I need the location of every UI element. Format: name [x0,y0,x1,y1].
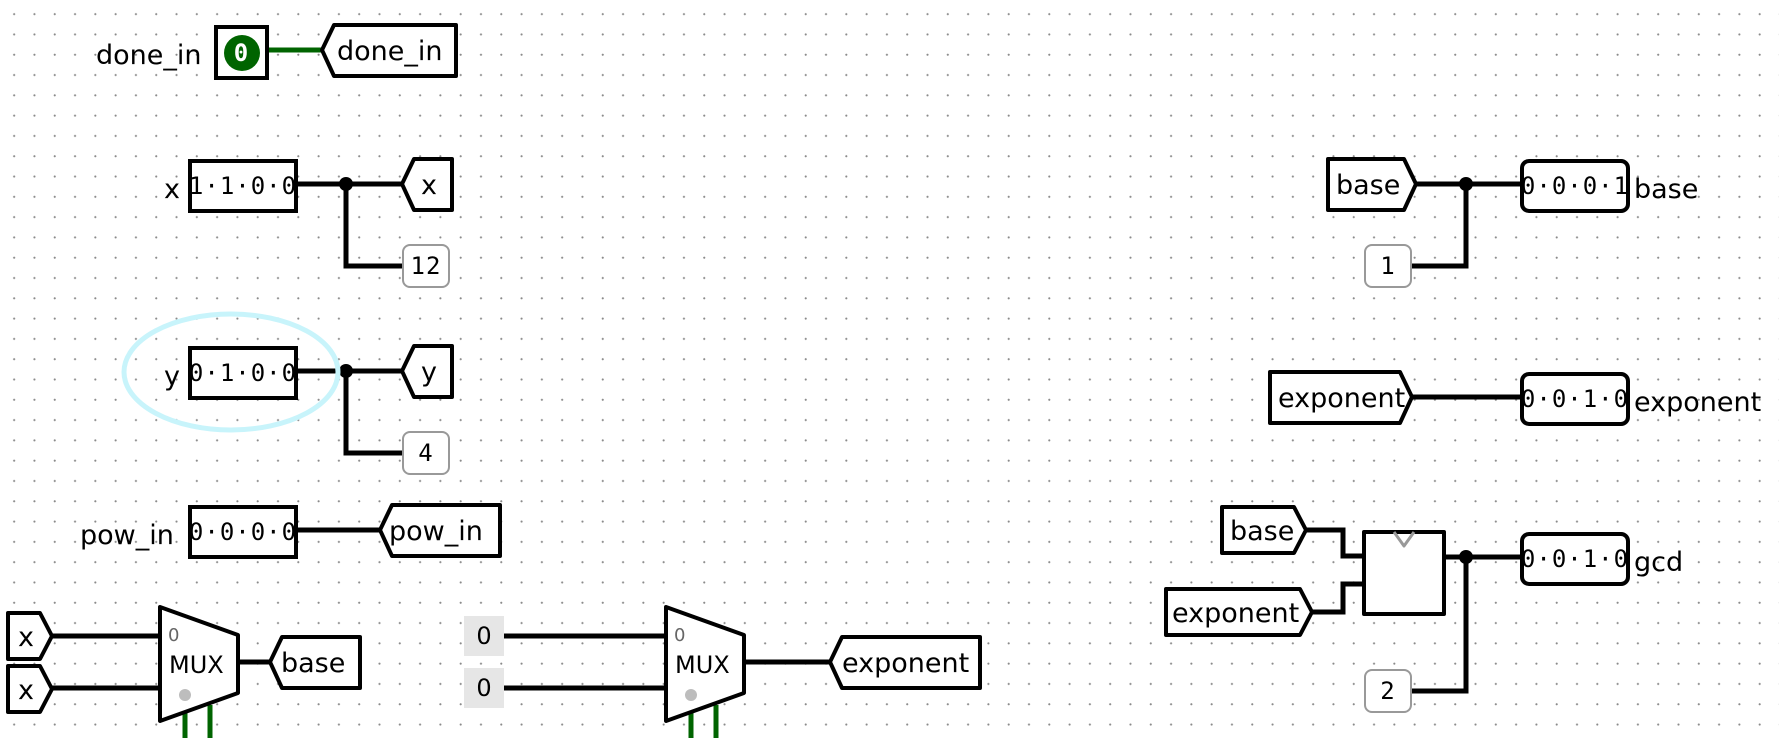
pow-in-input-pin[interactable]: 0·0·0·0 [188,505,298,559]
svg-text:exponent: exponent [842,648,969,679]
gcd-block[interactable] [1362,530,1446,616]
done-in-tunnel[interactable]: done_in [320,23,458,78]
mux1-label: MUX [169,651,224,679]
mux2-label: MUX [675,651,730,679]
wire-junction-x [339,177,353,191]
svg-text:pow_in: pow_in [389,516,483,547]
mux2[interactable]: 0 MUX [664,605,746,723]
mux2-constant-1[interactable]: 0 [464,616,504,656]
svg-text:y: y [421,357,437,388]
y-input-pin[interactable]: 0·1·0·0 [188,346,298,400]
mux1-input-tunnel-2[interactable]: x [6,664,54,714]
mux2-select-zero: 0 [674,625,685,646]
mux2-enable-dot [685,689,697,701]
svg-text:x: x [18,622,34,653]
wire-gcd-in1[interactable] [1306,527,1362,559]
svg-text:base: base [1336,170,1400,201]
mux1-output-tunnel[interactable]: base [268,635,362,690]
gcd-output-pin[interactable]: 0·0·1·0 [1520,532,1630,586]
pow-in-label: pow_in [80,520,174,551]
exponent-input-tunnel[interactable]: exponent [1268,370,1414,425]
mux1-select-zero: 0 [168,625,179,646]
wire-junction-base [1459,177,1473,191]
mux2-output-tunnel[interactable]: exponent [828,635,982,690]
mux1-input-tunnel-1[interactable]: x [6,611,54,661]
svg-text:exponent: exponent [1278,383,1405,414]
base-output-label: base [1634,174,1699,205]
gcd-block-notch [1392,531,1416,548]
done-in-label: done_in [96,40,202,71]
mux2-constant-2[interactable]: 0 [464,668,504,708]
gcd-input-tunnel-exponent[interactable]: exponent [1164,587,1314,637]
wire-junction-y [339,364,353,378]
wire-y-probe[interactable] [343,371,404,456]
done-in-input-pin[interactable]: 0 [214,25,269,80]
pow-in-tunnel[interactable]: pow_in [378,503,502,558]
mux1[interactable]: 0 MUX [158,605,240,723]
wire-base-probe[interactable] [1410,184,1469,269]
x-label: x [164,174,180,205]
gcd-probe: 2 [1364,669,1412,713]
wire-junction-gcd [1459,550,1473,564]
svg-text:exponent: exponent [1172,598,1299,629]
x-input-pin[interactable]: 1·1·0·0 [188,159,298,213]
svg-text:base: base [1230,516,1294,547]
base-probe: 1 [1364,244,1412,288]
x-probe: 12 [402,244,450,288]
y-label: y [164,361,180,392]
exponent-output-pin[interactable]: 0·0·1·0 [1520,372,1630,426]
done-in-led: 0 [223,34,260,71]
y-tunnel[interactable]: y [400,344,454,399]
exponent-output-label: exponent [1634,387,1762,418]
wire-gcd-probe[interactable] [1410,557,1469,694]
wire-gcd-in2[interactable] [1312,581,1362,615]
base-output-pin[interactable]: 0·0·0·1 [1520,159,1630,213]
gcd-input-tunnel-base[interactable]: base [1220,505,1308,555]
svg-text:base: base [281,648,345,679]
y-probe: 4 [402,431,450,475]
selection-highlight [121,311,341,433]
gcd-output-label: gcd [1634,547,1684,578]
svg-text:done_in: done_in [337,36,443,67]
mux1-enable-dot [179,689,191,701]
svg-text:x: x [18,675,34,706]
base-input-tunnel[interactable]: base [1326,157,1418,212]
svg-text:x: x [421,170,437,201]
x-tunnel[interactable]: x [400,157,454,212]
wire-x-probe[interactable] [343,184,404,269]
